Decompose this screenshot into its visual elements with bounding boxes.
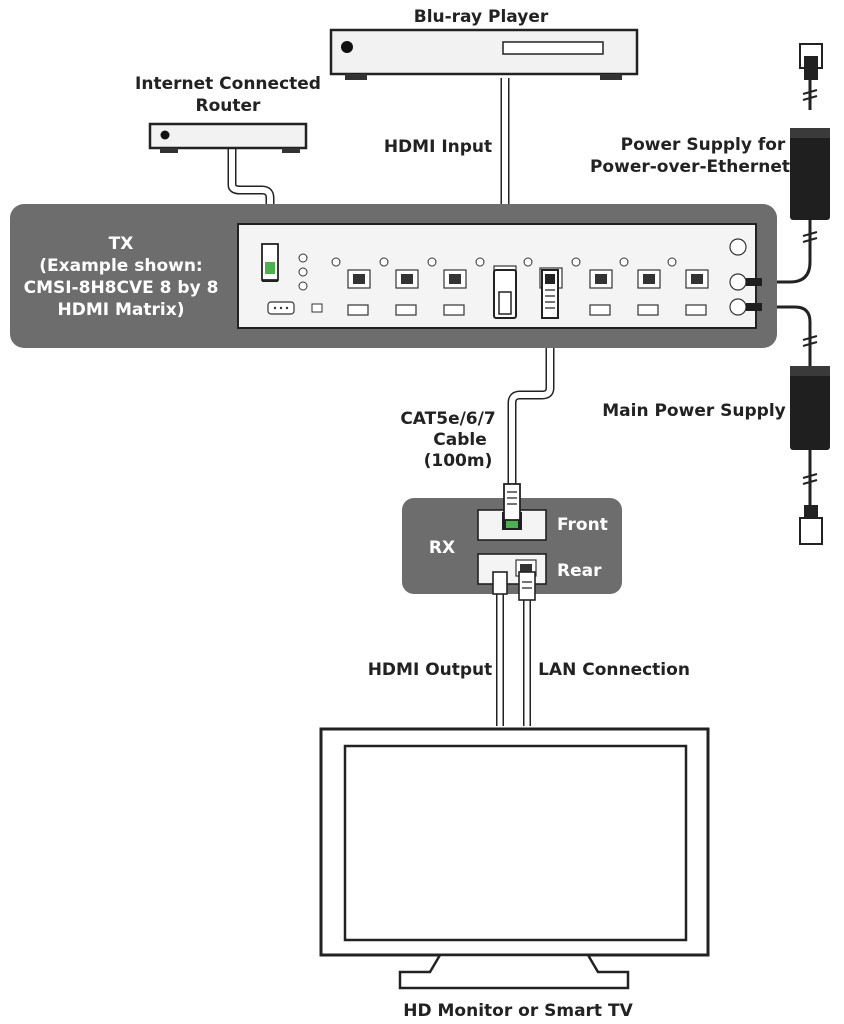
main-power-supply: [790, 335, 830, 545]
tx-label-line4: HDMI Matrix): [58, 300, 185, 320]
main-power-cord: [760, 305, 812, 505]
router-label-line1: Internet Connected: [135, 74, 321, 94]
rx-label: RX: [429, 538, 455, 558]
monitor-screen: [343, 744, 688, 942]
router-label-line2: Router: [196, 96, 262, 116]
rx-panel: [402, 483, 622, 601]
hd-monitor: [319, 727, 710, 990]
rx-rear-label: Rear: [557, 561, 602, 581]
internet-router: [148, 122, 308, 153]
hdmi-output-label: HDMI Output: [368, 660, 493, 680]
tx-label-line2: (Example shown:: [39, 256, 202, 276]
tx-panel: [10, 204, 777, 348]
monitor-stand: [398, 953, 630, 990]
poe-label-line1: Power Supply for: [621, 135, 786, 155]
rx-hdmi-plug: [492, 571, 508, 595]
poe-label-line2: Power-over-Ethernet: [590, 157, 790, 177]
bluray-label: Blu-ray Player: [414, 7, 549, 27]
lan-connection-label: LAN Connection: [538, 660, 690, 680]
tx-power-sockets: [729, 238, 762, 316]
bluray-player: [329, 28, 639, 80]
cable-label-line1: CAT5e/6/7: [400, 409, 495, 429]
main-power-label: Main Power Supply: [602, 401, 786, 421]
hdmi-input-label: HDMI Input: [384, 137, 492, 157]
cat-cable: [507, 318, 555, 490]
power-button-icon: [341, 41, 353, 53]
plug-icon: [799, 517, 823, 545]
monitor-label: HD Monitor or Smart TV: [403, 1001, 633, 1021]
rx-cat-plug: [503, 483, 521, 521]
rx-lan-plug: [518, 571, 536, 601]
cable-label-line3: (100m): [424, 451, 493, 471]
router-led-icon: [160, 130, 170, 140]
cable-label-line2: Cable: [433, 430, 486, 450]
tx-label-line1: TX: [109, 234, 134, 254]
tx-label-line3: CMSI-8H8CVE 8 by 8: [24, 278, 219, 298]
poe-power-supply: [790, 43, 830, 243]
router-lan-cable: [227, 148, 275, 248]
tx-channels: [331, 257, 709, 319]
rx-front-label: Front: [557, 515, 608, 535]
poe-power-cord: [760, 80, 812, 284]
disc-tray: [502, 41, 604, 55]
